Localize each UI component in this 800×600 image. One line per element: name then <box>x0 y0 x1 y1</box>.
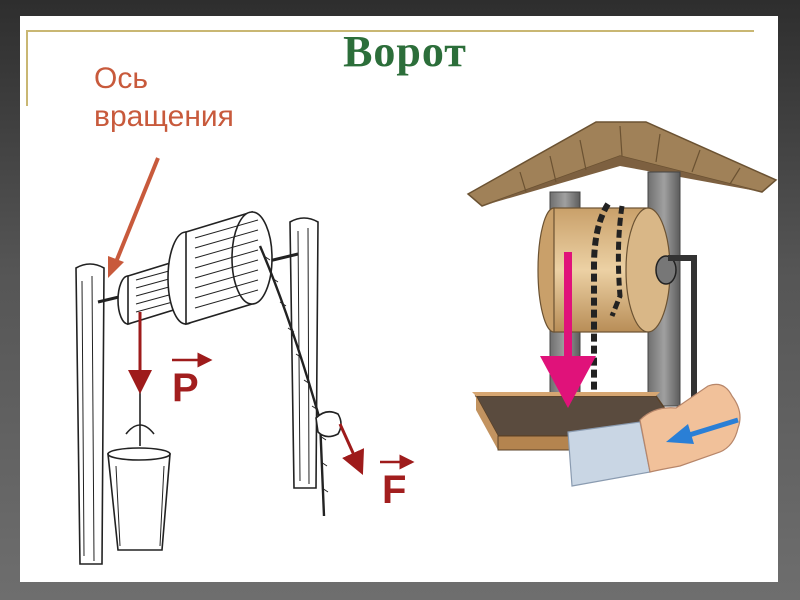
axis-pointer-arrow <box>108 157 160 278</box>
axis-label-line1: Ось <box>94 62 148 95</box>
windlass-line-drawing <box>75 210 342 565</box>
decorative-line-left <box>26 30 28 106</box>
slide-title: Ворот <box>343 27 467 76</box>
vector-label-f: F <box>382 468 407 512</box>
axis-of-rotation-label: Ось вращения <box>94 60 294 136</box>
decorative-line-top <box>26 30 754 32</box>
slide: Ворот Ось вращения <box>20 16 778 582</box>
windlass-diagrams <box>75 121 778 565</box>
force-arrow-f <box>338 423 415 475</box>
force-arrow-p <box>128 312 213 394</box>
vector-label-p: P <box>172 366 199 410</box>
axis-label-line2: вращения <box>94 100 234 133</box>
well-illustration <box>466 121 778 487</box>
